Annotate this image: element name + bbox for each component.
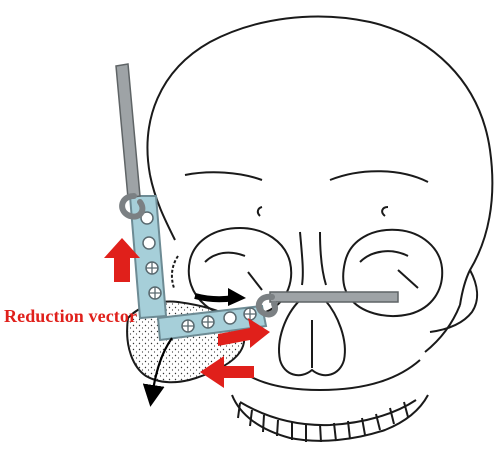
maxilla-teeth bbox=[232, 360, 428, 442]
reduction-vector-label: Reduction vector bbox=[4, 306, 137, 327]
vertical-traction-bar bbox=[116, 64, 142, 217]
nasal-region bbox=[279, 232, 345, 375]
right-orbit bbox=[343, 230, 442, 316]
